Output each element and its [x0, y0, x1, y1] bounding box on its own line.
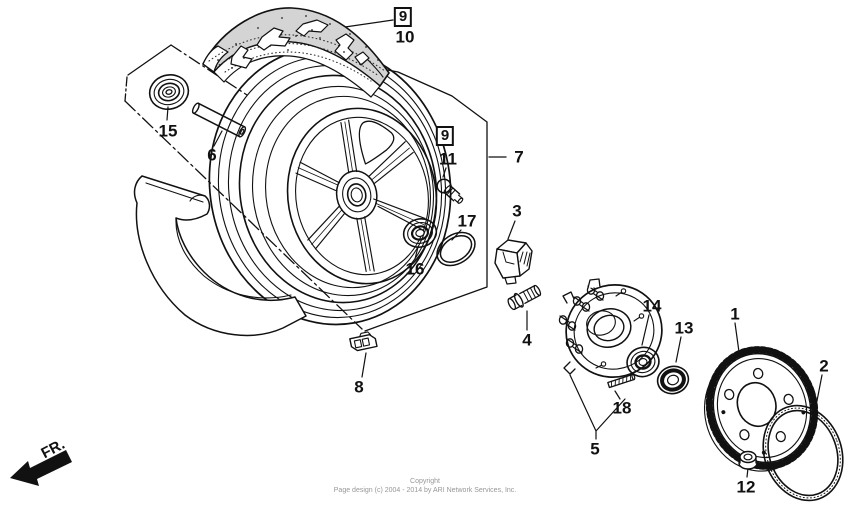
bearing-14	[626, 346, 660, 378]
driven-sprocket	[703, 346, 819, 472]
callout-2: 2	[819, 356, 829, 376]
callout-ref-9-top: 9	[393, 7, 413, 27]
callout-14: 14	[642, 296, 662, 316]
oring-17	[436, 231, 476, 267]
callout-12: 12	[736, 477, 756, 497]
callout-8: 8	[354, 377, 364, 397]
callout-3: 3	[512, 201, 522, 221]
wheel-spoke-face	[286, 107, 438, 285]
damper-block	[494, 239, 533, 285]
callout-ref-9-side: 9	[435, 126, 455, 146]
mud-flap	[133, 175, 307, 337]
callout-15: 15	[158, 121, 178, 141]
callout-1: 1	[730, 304, 740, 324]
valve-stem	[436, 178, 464, 204]
seal-13	[656, 365, 690, 395]
copyright-line-2: Page design (c) 2004 - 2014 by ARI Netwo…	[333, 487, 517, 494]
callout-5: 5	[590, 439, 600, 459]
callout-11: 11	[439, 149, 457, 169]
copyright-line-1: Copyright	[410, 478, 440, 485]
stud-18	[607, 373, 636, 389]
bearing-16	[402, 218, 438, 248]
flange-pins	[595, 288, 645, 369]
tread-grooves	[230, 19, 370, 69]
side-ring	[762, 404, 844, 502]
wheel-hub-bore	[335, 170, 378, 220]
callout-18: 18	[612, 398, 632, 418]
front-direction-arrow	[10, 450, 72, 486]
callout-16: 16	[405, 259, 425, 279]
callout-13: 13	[674, 318, 694, 338]
driven-flange	[558, 278, 663, 378]
bearing-15	[148, 74, 190, 110]
axle-spacer	[191, 102, 247, 138]
callout-10: 10	[395, 27, 415, 47]
callout-6: 6	[207, 145, 217, 165]
callout-7: 7	[514, 147, 524, 167]
rim-weight	[349, 331, 378, 352]
callout-17: 17	[457, 211, 477, 231]
adjuster-bolt	[507, 284, 542, 311]
tire-tread-segment	[202, 7, 390, 98]
flange-studs	[558, 285, 605, 354]
flange-nut	[738, 450, 758, 470]
callout-4: 4	[522, 330, 532, 350]
